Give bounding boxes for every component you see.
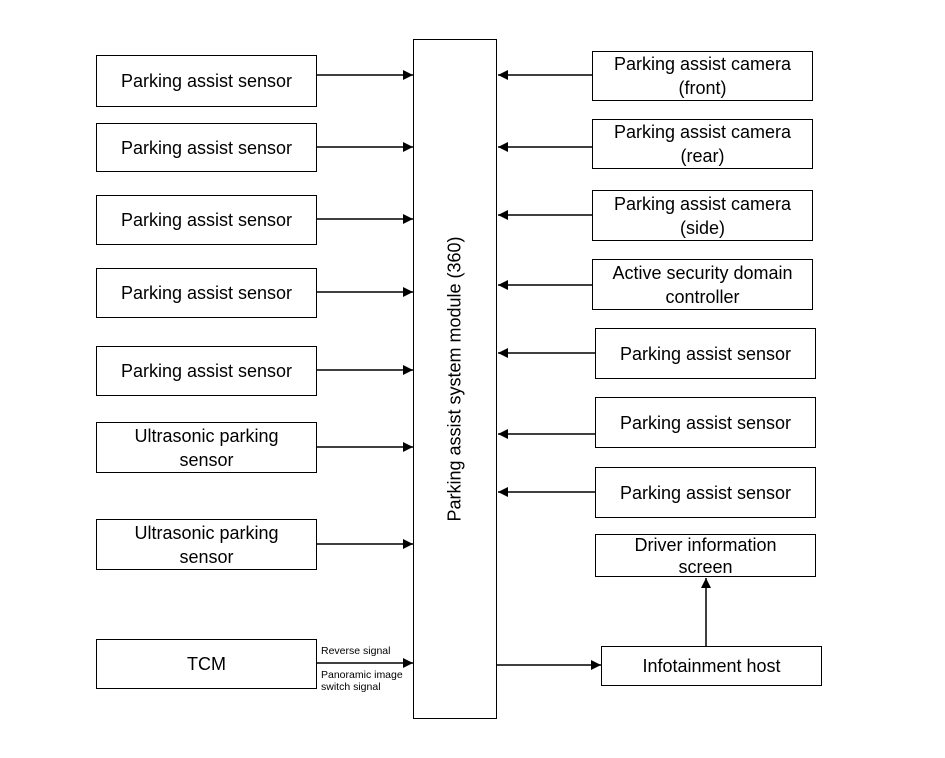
module-label: Parking assist system module (360) (444, 236, 465, 522)
infotainment-host: Infotainment host (601, 646, 822, 686)
camera-front: Parking assist camera (front) (592, 51, 813, 101)
left-sensor-4: Parking assist sensor (96, 268, 317, 318)
driver-information-screen: Driver information screen (595, 534, 816, 577)
camera-rear: Parking assist camera (rear) (592, 119, 813, 169)
camera-side: Parking assist camera (side) (592, 190, 813, 241)
left-sensor-1: Parking assist sensor (96, 55, 317, 107)
parking-assist-module: Parking assist system module (360) (413, 39, 497, 719)
active-security-controller: Active security domain controller (592, 259, 813, 310)
left-sensor-2: Parking assist sensor (96, 123, 317, 172)
left-sensor-3: Parking assist sensor (96, 195, 317, 245)
ultrasonic-sensor-1: Ultrasonic parking sensor (96, 422, 317, 473)
tcm-box: TCM (96, 639, 317, 689)
ultrasonic-sensor-2: Ultrasonic parking sensor (96, 519, 317, 570)
panoramic-signal-label: Panoramic image switch signal (321, 669, 403, 693)
reverse-signal-label: Reverse signal (321, 645, 391, 657)
left-sensor-5: Parking assist sensor (96, 346, 317, 396)
right-sensor-3: Parking assist sensor (595, 467, 816, 518)
right-sensor-1: Parking assist sensor (595, 328, 816, 379)
right-sensor-2: Parking assist sensor (595, 397, 816, 448)
